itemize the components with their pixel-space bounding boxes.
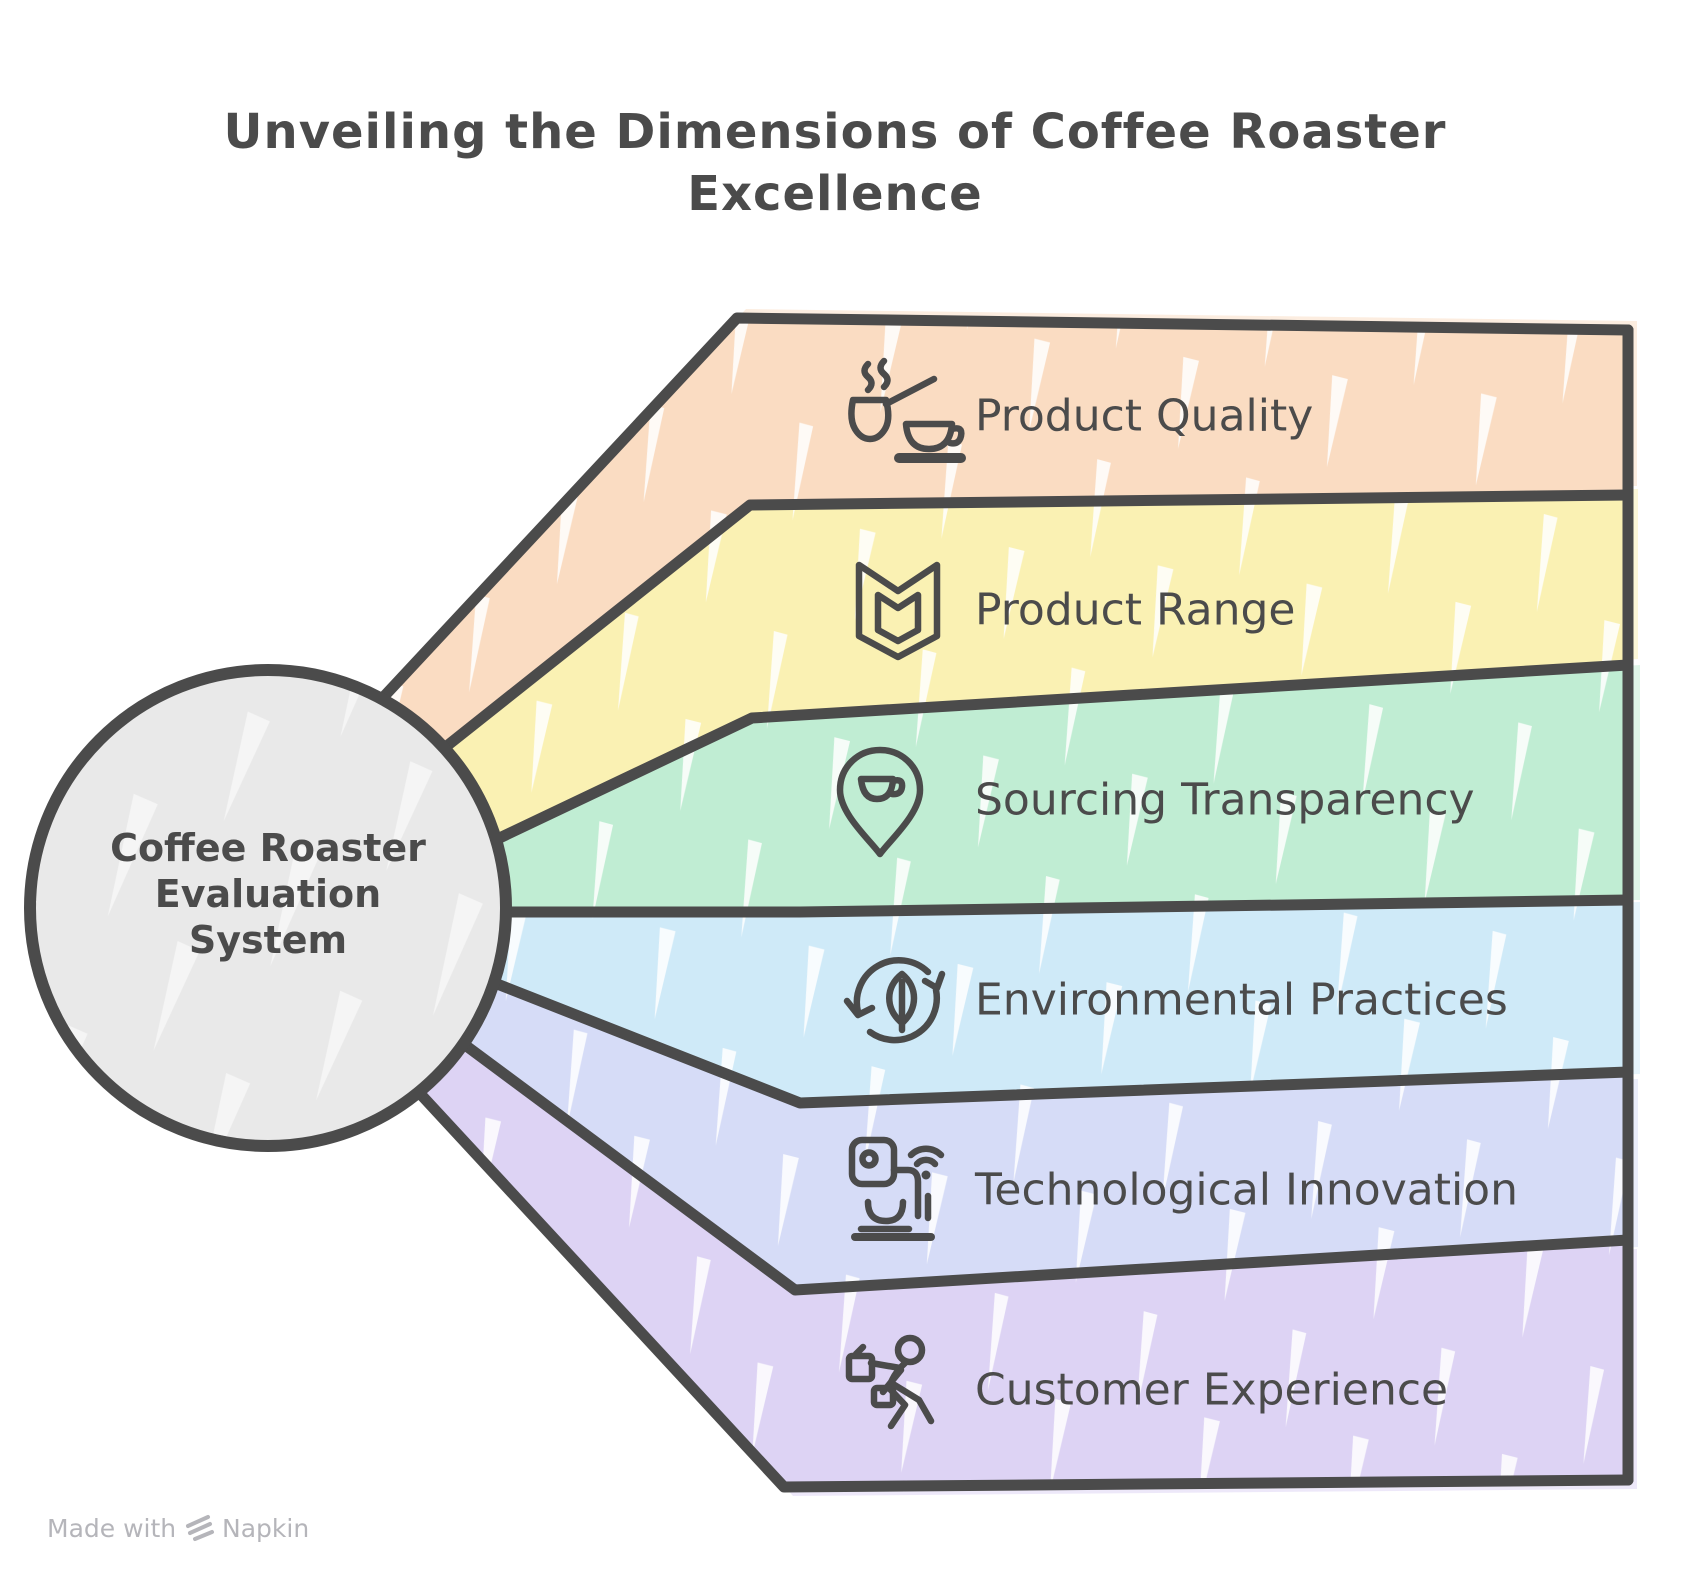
band-sourcing-transparency: Sourcing Transparency	[836, 746, 1475, 858]
diagram-title-line1: Unveiling the Dimensions of Coffee Roast…	[224, 104, 1447, 160]
watermark-prefix: Made with	[47, 1514, 176, 1543]
band-divider	[483, 659, 1634, 849]
band-label: Sourcing Transparency	[975, 775, 1475, 826]
band-divider	[407, 1080, 1634, 1493]
band-product-quality: Product Quality	[848, 357, 1313, 463]
band-divider	[432, 489, 1634, 759]
center-label-line1: Coffee Roaster	[110, 826, 426, 870]
diagram-title: Unveiling the Dimensions of Coffee Roast…	[224, 104, 1447, 222]
scribble-texture	[376, 318, 1628, 1487]
band-divider	[451, 1033, 1634, 1296]
center-label-line2: Evaluation	[155, 872, 381, 916]
band-environmental-practices: Environmental Practices	[843, 957, 1508, 1044]
band-customer-experience: Customer Experience	[845, 1334, 1448, 1430]
diagram-title-line2: Excellence	[687, 166, 982, 222]
center-circle-texture	[36, 676, 500, 1140]
band-technological-innovation: Technological Innovation	[848, 1136, 1518, 1241]
watermark-brand: Napkin	[222, 1514, 309, 1543]
band-label: Customer Experience	[975, 1365, 1448, 1416]
watermark: Made with Napkin	[47, 1514, 309, 1543]
band-outline-layer	[370, 312, 1634, 1493]
napkin-logo-icon	[186, 1515, 214, 1541]
band-divider	[370, 312, 1634, 711]
band-fill-layer	[376, 318, 1628, 1487]
product-badge-icon	[855, 561, 941, 661]
smart-coffee-machine-icon	[848, 1136, 945, 1241]
recycle-leaf-icon	[843, 957, 946, 1044]
location-pin-cup-icon	[836, 746, 924, 858]
center-node: Coffee Roaster Evaluation System	[24, 664, 512, 1152]
band-label: Environmental Practices	[975, 975, 1508, 1026]
band-label: Technological Innovation	[974, 1165, 1518, 1216]
center-label-line3: System	[189, 918, 347, 962]
coffee-pot-icon	[848, 357, 966, 463]
band-product-range: Product Range	[855, 561, 1296, 661]
band-divider	[481, 974, 1634, 1109]
band-label: Product Quality	[975, 391, 1313, 442]
band-label: Product Range	[975, 585, 1296, 636]
delivery-person-icon	[845, 1334, 935, 1430]
band-divider	[492, 894, 1634, 918]
